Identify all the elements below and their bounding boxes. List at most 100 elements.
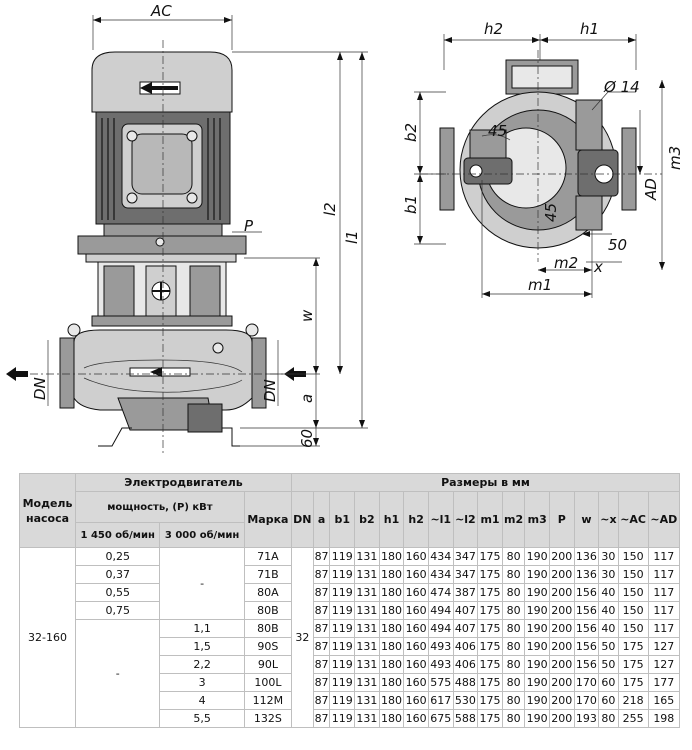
dim-value-cell: 180 <box>378 691 405 710</box>
dim-value-cell: 190 <box>524 637 550 656</box>
dim-value-cell: 175 <box>477 583 503 602</box>
dim-value-cell: 50 <box>598 637 619 656</box>
dim-value-cell: 160 <box>403 547 429 566</box>
dim-b2-label: b2 <box>402 123 420 142</box>
dim-value-cell: 131 <box>354 601 380 620</box>
dim-value-cell: 160 <box>403 637 429 656</box>
dim-value-cell: 180 <box>378 709 405 728</box>
dim-value-cell: 80 <box>598 709 619 728</box>
model-cell: 32-160 <box>19 547 76 728</box>
brand-cell: 71B <box>243 565 293 584</box>
dim-value-cell: 80 <box>501 655 526 674</box>
dim-value-cell: 119 <box>329 691 356 710</box>
power-1450-cell: 0,25 <box>74 547 161 566</box>
dn-cell: 32 <box>291 547 314 728</box>
dim-value-cell: 387 <box>452 583 479 602</box>
dim-value-cell: 80 <box>501 619 526 638</box>
dim-value-cell: 117 <box>647 583 681 602</box>
dim-value-cell: 117 <box>647 565 681 584</box>
dim-value-cell: 87 <box>312 673 331 692</box>
dim-a-label: a <box>298 394 316 403</box>
brand-cell: 100L <box>243 673 293 692</box>
dim-value-cell: 160 <box>403 709 429 728</box>
power-3000-cell: 5,5 <box>159 709 245 728</box>
dim-value-cell: 160 <box>403 583 429 602</box>
header-brand: Марка <box>243 491 293 548</box>
dim-value-cell: 119 <box>329 709 356 728</box>
dim-value-cell: 493 <box>427 655 454 674</box>
power-1450-cell: 0,55 <box>74 583 161 602</box>
dim-value-cell: 180 <box>378 601 405 620</box>
dim-value-cell: 136 <box>573 547 600 566</box>
dim-value-cell: 87 <box>312 565 331 584</box>
dim-value-cell: 190 <box>524 691 550 710</box>
dim-value-cell: 119 <box>329 637 356 656</box>
dim-value-cell: 175 <box>617 637 649 656</box>
dim-value-cell: 406 <box>452 655 479 674</box>
header-col-l1: ~l1 <box>427 491 454 548</box>
dim-value-cell: 180 <box>378 655 405 674</box>
dim-value-cell: 127 <box>647 637 681 656</box>
dim-value-cell: 434 <box>427 565 454 584</box>
dim-value-cell: 180 <box>378 565 405 584</box>
header-col-m3: m3 <box>524 491 550 548</box>
dim-value-cell: 200 <box>548 655 575 674</box>
dim-value-cell: 80 <box>501 673 526 692</box>
brand-cell: 132S <box>243 709 293 728</box>
dim-value-cell: 131 <box>354 547 380 566</box>
dim-value-cell: 434 <box>427 547 454 566</box>
dim-dn-left-label: DN <box>31 377 49 400</box>
dim-value-cell: 40 <box>598 601 619 620</box>
dim-value-cell: 190 <box>524 655 550 674</box>
dim-value-cell: 165 <box>647 691 681 710</box>
dim-value-cell: 493 <box>427 637 454 656</box>
dim-value-cell: 190 <box>524 547 550 566</box>
dim-value-cell: 60 <box>598 691 619 710</box>
dim-value-cell: 575 <box>427 673 454 692</box>
dim-b1-label: b1 <box>402 195 420 214</box>
dim-value-cell: 180 <box>378 547 405 566</box>
dim-value-cell: 80 <box>501 547 526 566</box>
dim-60-label: 60 <box>298 429 316 448</box>
dim-value-cell: 190 <box>524 709 550 728</box>
dim-value-cell: 200 <box>548 619 575 638</box>
dim-value-cell: 160 <box>403 619 429 638</box>
dim-value-cell: 160 <box>403 673 429 692</box>
dim-value-cell: 175 <box>477 565 503 584</box>
header-col-ac: ~AC <box>617 491 649 548</box>
header-col-h1: h1 <box>378 491 405 548</box>
brand-cell: 80B <box>243 601 293 620</box>
dim-value-cell: 200 <box>548 709 575 728</box>
header-col-h2: h2 <box>403 491 429 548</box>
dim-value-cell: 131 <box>354 583 380 602</box>
dim-m2-label: m2 <box>554 254 578 272</box>
dim-value-cell: 175 <box>477 601 503 620</box>
header-col-l2: ~l2 <box>452 491 479 548</box>
dim-p-label: P <box>244 217 254 235</box>
dim-value-cell: 87 <box>312 655 331 674</box>
dim-value-cell: 190 <box>524 583 550 602</box>
dim-l1-label: l1 <box>343 230 361 244</box>
dim-value-cell: 175 <box>477 709 503 728</box>
pump-dimension-drawing: AC P <box>6 2 684 455</box>
power-3000-cell: 3 <box>159 673 245 692</box>
dim-value-cell: 87 <box>312 619 331 638</box>
dim-value-cell: 150 <box>617 583 649 602</box>
dim-value-cell: 156 <box>573 619 600 638</box>
dim-value-cell: 494 <box>427 601 454 620</box>
dim-value-cell: 190 <box>524 619 550 638</box>
dim-value-cell: 150 <box>617 601 649 620</box>
dim-value-cell: 190 <box>524 565 550 584</box>
power-3000-cell: 1,5 <box>159 637 245 656</box>
dim-value-cell: 117 <box>647 601 681 620</box>
dim-value-cell: 30 <box>598 565 619 584</box>
header-col-b1: b1 <box>329 491 356 548</box>
dim-value-cell: 119 <box>329 583 356 602</box>
dim-d14-label: Ø 14 <box>603 78 640 96</box>
dim-value-cell: 198 <box>647 709 681 728</box>
dim-value-cell: 675 <box>427 709 454 728</box>
dim-value-cell: 407 <box>452 601 479 620</box>
